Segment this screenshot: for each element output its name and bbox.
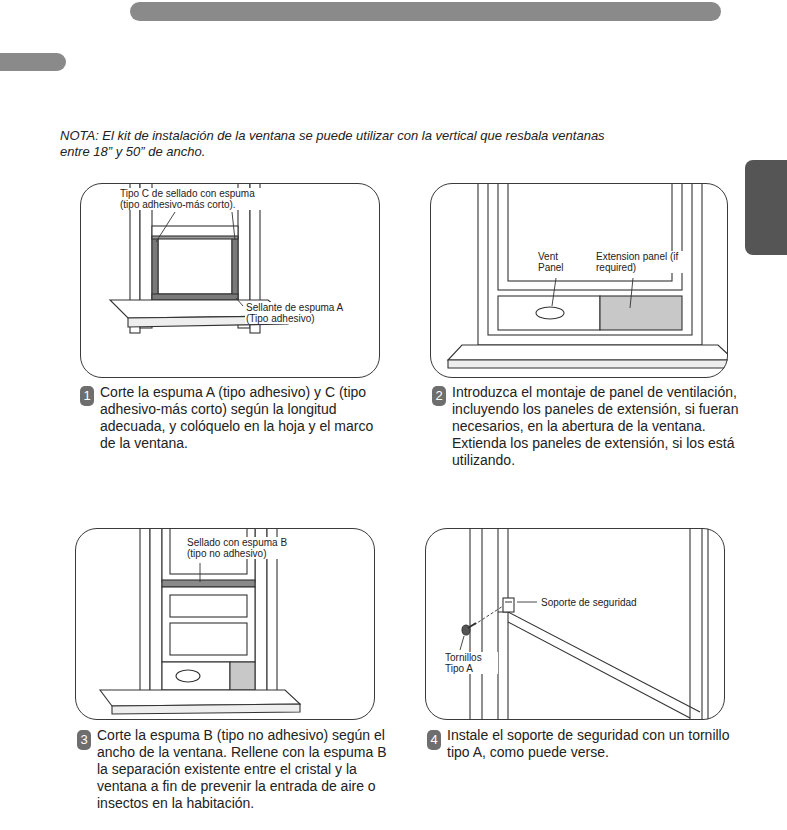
step-caption: Instale el soporte de seguridad con un t… <box>447 727 739 761</box>
step-number: 4 <box>430 733 437 748</box>
window-step-4 <box>505 601 512 602</box>
window-step-1 <box>232 212 235 240</box>
window-step-2 <box>488 183 692 335</box>
window-step-2 <box>448 183 728 368</box>
step-number: 2 <box>435 389 442 404</box>
step-number-badge: 2 <box>432 386 446 406</box>
window-step-2 <box>448 360 728 368</box>
step-number-badge: 3 <box>77 730 91 750</box>
step-panel: Vent Panel Extension panel (if required) <box>430 183 728 378</box>
window-step-4 <box>701 528 702 720</box>
step-caption: Corte la espuma B (tipo no adhesivo) seg… <box>97 727 389 812</box>
window-step-4 <box>469 528 470 720</box>
window-step-2 <box>600 296 682 330</box>
window-step-4 <box>474 606 503 625</box>
window-step-4 <box>508 622 690 718</box>
window-step-4 <box>517 602 537 603</box>
step-number-badge: 4 <box>427 730 441 750</box>
note-text: NOTA: El kit de instalación de la ventan… <box>60 128 620 160</box>
window-step-1 <box>152 294 238 300</box>
window-step-3 <box>170 623 247 655</box>
step-number: 1 <box>83 389 90 404</box>
window-step-1 <box>232 238 238 300</box>
window-step-4 <box>460 636 464 650</box>
window-step-2 <box>478 183 702 345</box>
side-tab <box>745 160 787 255</box>
window-step-3 <box>176 670 200 682</box>
window-step-4 <box>468 623 476 628</box>
step-caption: Introduzca el montaje de panel de ventil… <box>452 384 744 469</box>
window-step-3 <box>150 528 162 700</box>
window-step-4 <box>481 528 482 720</box>
window-step-2 <box>498 296 600 330</box>
window-step-3 <box>140 528 150 705</box>
callout-label: Tipo C de sellado con espuma (tipo adhes… <box>119 188 271 210</box>
callout-label: Soporte de seguridad <box>540 597 638 608</box>
step-number: 3 <box>80 733 87 748</box>
window-step-3 <box>112 704 300 714</box>
window-step-1 <box>236 298 243 306</box>
window-step-4 <box>508 612 700 712</box>
step-panel: Sellado con espuma B (tipo no adhesivo) <box>75 528 375 720</box>
callout-label: Vent Panel <box>537 251 581 273</box>
window-step-4 <box>503 598 514 612</box>
section-tab <box>0 53 66 71</box>
window-step-3 <box>170 595 247 617</box>
callout-label: Sellado con espuma B (tipo no adhesivo) <box>186 537 308 559</box>
side-tab <box>745 160 787 255</box>
window-step-3 <box>162 580 255 587</box>
window-step-3 <box>162 662 230 690</box>
callout-label: Extension panel (if required) <box>595 251 689 273</box>
window-step-1 <box>158 238 232 294</box>
window-step-4 <box>689 528 690 720</box>
window-step-2 <box>448 345 728 360</box>
step-number-badge: 1 <box>80 386 94 406</box>
window-step-3 <box>100 690 300 706</box>
window-step-1 <box>152 236 238 239</box>
window-step-2 <box>552 278 556 306</box>
step-panel: Tipo C de sellado con espuma (tipo adhes… <box>80 183 380 378</box>
step-panel: Soporte de seguridadTornillos Tipo A <box>425 528 725 720</box>
window-step-2 <box>536 307 564 319</box>
window-step-3 <box>162 587 255 662</box>
window-step-2 <box>630 278 633 308</box>
window-step-2 <box>498 183 682 290</box>
window-step-1 <box>156 212 175 242</box>
callout-label: Tornillos Tipo A <box>444 652 498 674</box>
window-step-3 <box>230 662 255 690</box>
window-step-1 <box>152 238 158 300</box>
callout-label: Sellante de espuma A (Tipo adhesivo) <box>245 302 347 324</box>
window-step-4 <box>460 528 708 720</box>
window-step-4 <box>497 528 498 720</box>
window-step-4 <box>707 528 708 720</box>
window-step-4 <box>507 528 508 720</box>
header-bar <box>130 2 721 21</box>
section-tab <box>0 53 66 71</box>
header-bar <box>130 2 721 21</box>
window-step-3 <box>200 563 201 582</box>
step-caption: Corte la espuma A (tipo adhesivo) y C (t… <box>100 384 392 452</box>
